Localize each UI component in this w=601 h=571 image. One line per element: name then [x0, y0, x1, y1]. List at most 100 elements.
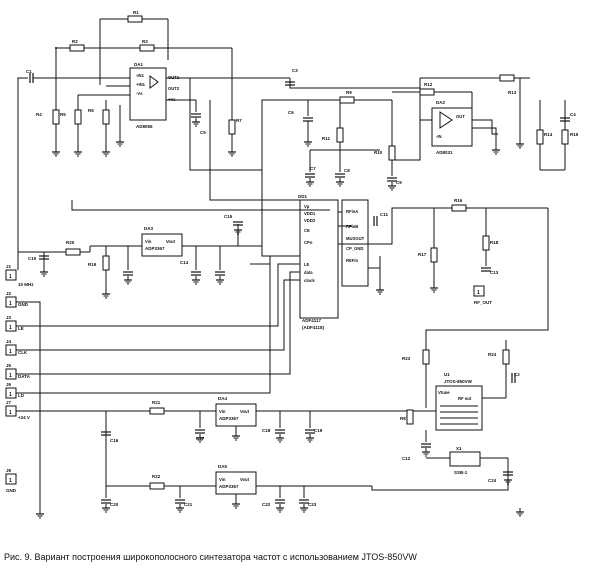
svg-text:-Vs: -Vs	[136, 91, 143, 96]
svg-text:1: 1	[9, 410, 12, 416]
svg-text:1: 1	[9, 392, 12, 398]
svg-text:VDD1: VDD1	[304, 211, 316, 216]
svg-text:R21: R21	[152, 400, 161, 405]
figure-caption: Рис. 9. Вариант построения широкополосно…	[4, 552, 417, 562]
dd1-part-alt: (ADF4118)	[302, 325, 325, 330]
svg-text:ADP3367: ADP3367	[219, 416, 239, 421]
svg-text:Vout: Vout	[240, 409, 250, 414]
svg-text:RF out: RF out	[458, 396, 472, 401]
dd1-block: ADF4117 (ADF4118) Vp VDD1 VDD2 CE CPo LE…	[298, 194, 385, 330]
svg-text:R13: R13	[508, 90, 517, 95]
schematic-diagram: R1 R2 R3 C1 DA1 -IN1 +IN1 -Vs OUT1 OUT2 …	[5, 10, 579, 519]
svg-text:DD1: DD1	[298, 194, 307, 199]
da5-block: DA5 Vin Vout ADP3367 R22 C20 C21 C22 C23	[100, 464, 509, 513]
misc-wires: C3	[189, 68, 421, 265]
da2-block: DA2 OUT -IN AD8031 R12 R13	[392, 74, 530, 155]
j6-connector[interactable]: J6 1 LD	[5, 255, 300, 399]
svg-text:C17: C17	[196, 436, 205, 441]
svg-text:OUT2: OUT2	[168, 86, 180, 91]
svg-text:data: data	[304, 270, 313, 275]
svg-text:J6: J6	[6, 382, 12, 387]
da1-block: DA1 -IN1 +IN1 -Vs OUT1 OUT2 +Vs AD8056 C…	[129, 62, 206, 135]
svg-text:C22: C22	[262, 502, 271, 507]
svg-text:C3: C3	[292, 68, 298, 73]
svg-text:C9: C9	[396, 180, 402, 185]
rf-network: R16 R17 R18 C13 1 RF_OUT	[418, 198, 549, 408]
j4-connector[interactable]: J4 1 CLK	[5, 279, 300, 356]
svg-text:J8: J8	[6, 468, 12, 473]
top-network: R1 R2 R3 C1	[17, 10, 290, 270]
svg-text:R9: R9	[346, 90, 352, 95]
svg-text:GND: GND	[18, 302, 29, 307]
svg-text:R4: R4	[36, 112, 42, 117]
left-network: R4 R5 R6 R7	[36, 48, 242, 157]
svg-text:R10: R10	[374, 150, 383, 155]
j2-connector[interactable]: J2 1 GND	[5, 291, 45, 519]
svg-text:RFinA: RFinA	[346, 209, 358, 214]
j8-connector[interactable]: J8 1 GND	[5, 468, 17, 493]
svg-text:R24: R24	[488, 352, 497, 357]
svg-text:C10: C10	[28, 256, 37, 261]
svg-text:1: 1	[9, 274, 12, 280]
j7-connector[interactable]: J7 1 +24 V	[5, 400, 107, 488]
svg-text:R7: R7	[236, 118, 242, 123]
svg-text:R16: R16	[454, 198, 463, 203]
svg-text:1: 1	[477, 290, 480, 296]
j1-connector[interactable]: J1 1 10 MHz	[5, 264, 34, 287]
svg-text:DATA: DATA	[18, 374, 31, 379]
svg-text:C19: C19	[314, 428, 323, 433]
svg-text:C24: C24	[488, 478, 497, 483]
svg-text:J7: J7	[6, 400, 12, 405]
svg-text:J5: J5	[6, 363, 12, 368]
u1-vco-block: U1 JTOS-850VW Vtune RF out R23 C12 R8 R2…	[400, 340, 520, 461]
svg-text:JTOS-850VW: JTOS-850VW	[444, 379, 473, 384]
svg-text:C4: C4	[570, 112, 576, 117]
svg-text:R19: R19	[88, 262, 97, 267]
svg-text:J1: J1	[6, 264, 12, 269]
svg-text:J3: J3	[6, 315, 12, 320]
da1-part: AD8056	[136, 124, 153, 129]
svg-text:C7: C7	[310, 166, 316, 171]
svg-text:Vtune: Vtune	[438, 390, 450, 395]
svg-text:1: 1	[9, 301, 12, 307]
svg-text:R15: R15	[570, 132, 579, 137]
svg-text:1: 1	[9, 349, 12, 355]
j3-connector[interactable]: J3 1 LE	[5, 263, 300, 332]
svg-text:C23: C23	[308, 502, 317, 507]
svg-text:CPo: CPo	[304, 240, 313, 245]
r19-branch: R20 C10	[18, 200, 330, 277]
svg-text:C18: C18	[262, 428, 271, 433]
da1-ref: DA1	[134, 62, 143, 67]
svg-text:DA3: DA3	[144, 226, 153, 231]
x1-block: X1 SSB-1 C24	[426, 446, 525, 517]
svg-text:C21: C21	[184, 502, 193, 507]
svg-text:DA4: DA4	[218, 396, 227, 401]
j5-connector[interactable]: J5 1 DATA	[5, 271, 300, 380]
svg-text:-IN1: -IN1	[136, 73, 145, 78]
svg-text:R20: R20	[66, 240, 75, 245]
svg-text:C13: C13	[490, 270, 499, 275]
svg-text:10 MHz: 10 MHz	[18, 282, 34, 287]
svg-text:C11: C11	[380, 212, 389, 217]
svg-text:CP_GND: CP_GND	[346, 246, 363, 251]
da4-block: DA4 Vin Vout ADP3367 R21 C17 C16 C18 C19	[100, 396, 420, 443]
svg-text:Vin: Vin	[145, 239, 152, 244]
svg-text:R14: R14	[544, 132, 553, 137]
svg-text:VDD2: VDD2	[304, 218, 316, 223]
svg-text:Vin: Vin	[219, 409, 226, 414]
svg-text:LD: LD	[18, 393, 25, 398]
svg-text:R22: R22	[152, 474, 161, 479]
svg-text:RF_OUT: RF_OUT	[474, 300, 492, 305]
svg-text:C16: C16	[110, 438, 119, 443]
svg-text:R6: R6	[88, 108, 94, 113]
svg-text:ADP3367: ADP3367	[145, 246, 165, 251]
svg-text:+24 V: +24 V	[18, 415, 30, 420]
dd1-part: ADF4117	[302, 318, 322, 323]
svg-text:clock: clock	[304, 278, 315, 283]
svg-text:J2: J2	[6, 291, 12, 296]
svg-text:Vout: Vout	[166, 239, 176, 244]
svg-text:R8: R8	[400, 416, 406, 421]
j9-connector[interactable]	[473, 285, 485, 297]
svg-text:SSB-1: SSB-1	[454, 470, 468, 475]
svg-text:X1: X1	[456, 446, 462, 451]
